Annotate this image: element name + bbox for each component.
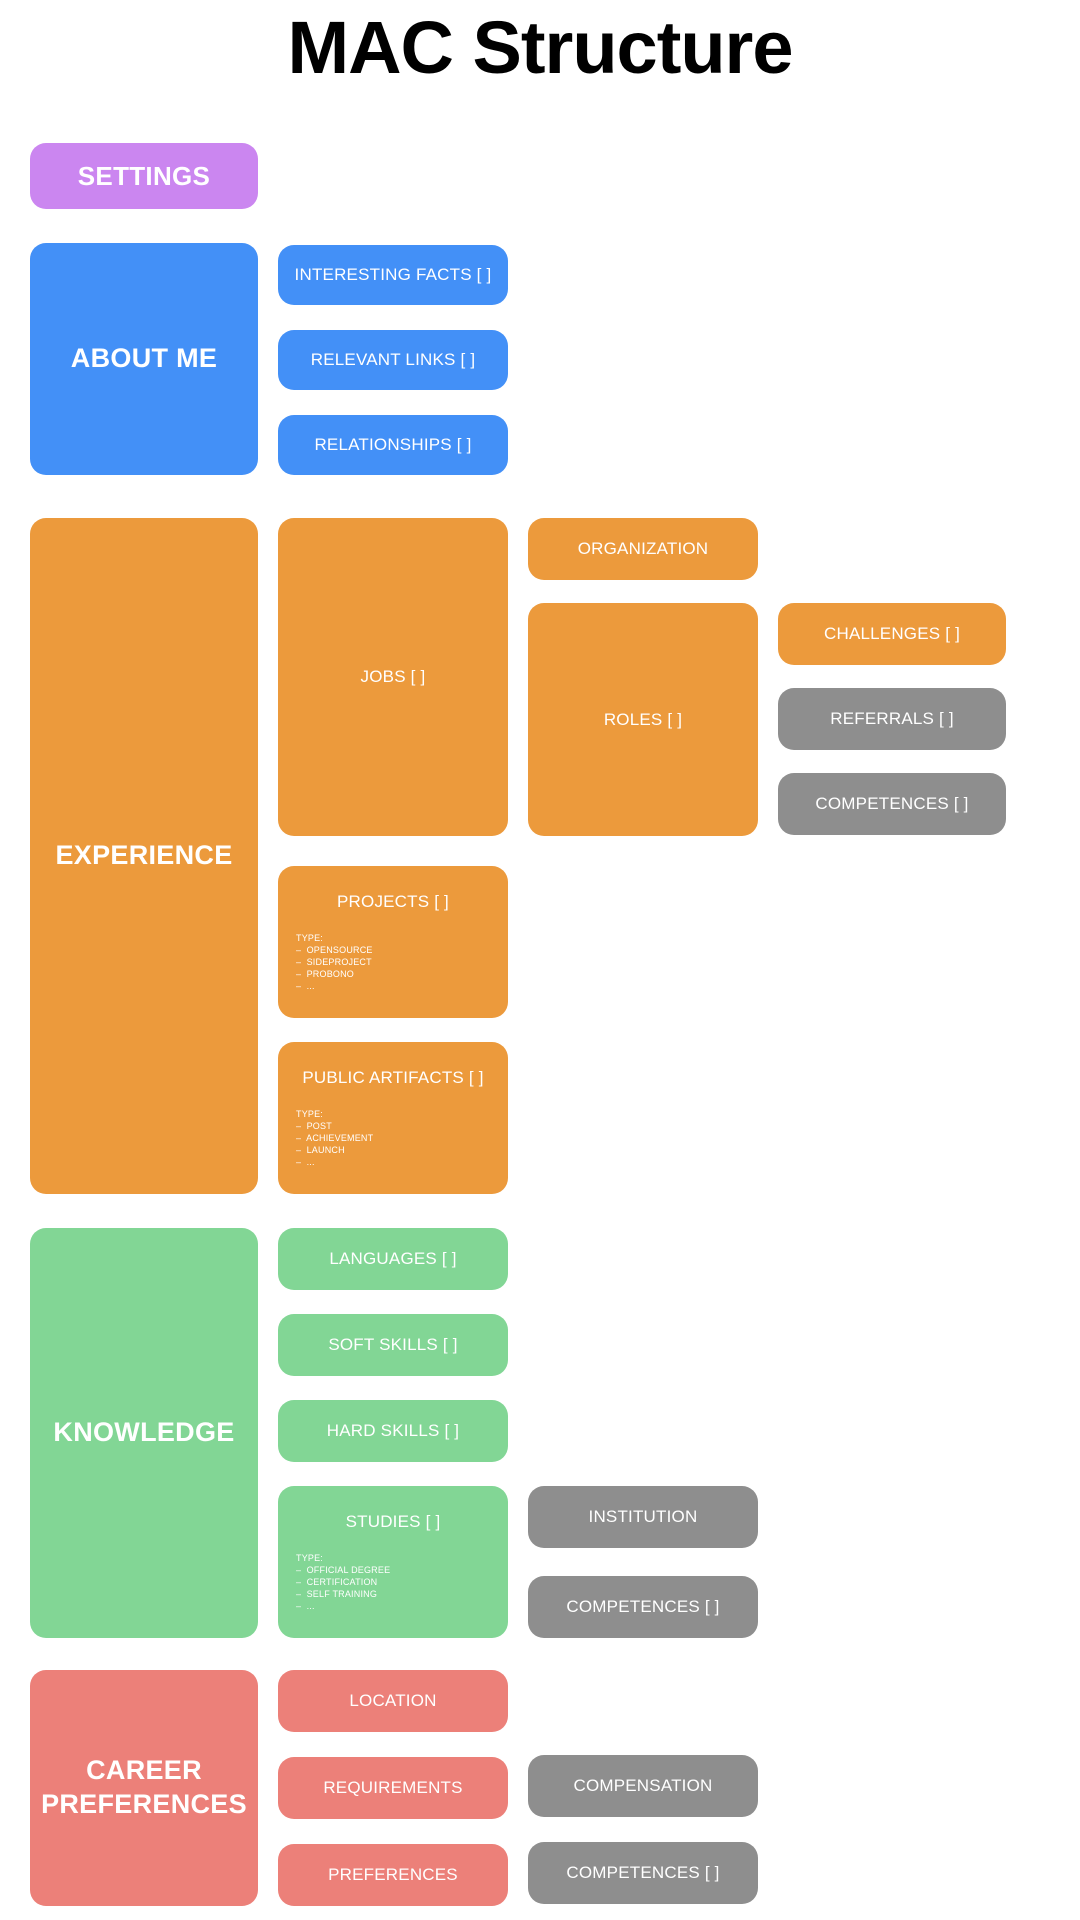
node-about-me[interactable]: ABOUT ME [30,243,258,475]
type-item: – ACHIEVEMENT [296,1133,374,1144]
node-settings[interactable]: SETTINGS [30,143,258,209]
node-knowledge[interactable]: KNOWLEDGE [30,1228,258,1638]
node-career-preferences[interactable]: CAREER PREFERENCES [30,1670,258,1906]
node-public-artifacts-title: PUBLIC ARTIFACTS [ ] [302,1068,484,1087]
node-interesting-facts[interactable]: INTERESTING FACTS [ ] [278,245,508,305]
type-item: – POST [296,1121,332,1132]
node-hard-skills[interactable]: HARD SKILLS [ ] [278,1400,508,1462]
type-item: – LAUNCH [296,1145,345,1156]
node-studies-type-list: TYPE: – OFFICIAL DEGREE – CERTIFICATION … [296,1552,508,1612]
node-challenges[interactable]: CHALLENGES [ ] [778,603,1006,665]
type-item: – ... [296,981,315,992]
node-preferences[interactable]: PREFERENCES [278,1844,508,1906]
node-studies-title: STUDIES [ ] [345,1512,441,1531]
type-item: – PROBONO [296,969,355,980]
node-public-artifacts[interactable]: PUBLIC ARTIFACTS [ ] TYPE: – POST – ACHI… [278,1042,508,1194]
node-compensation[interactable]: COMPENSATION [528,1755,758,1817]
node-projects-type-list: TYPE: – OPENSOURCE – SIDEPROJECT – PROBO… [296,932,508,992]
type-item: – OPENSOURCE [296,945,373,956]
node-experience[interactable]: EXPERIENCE [30,518,258,1194]
node-relevant-links[interactable]: RELEVANT LINKS [ ] [278,330,508,390]
node-public-artifacts-type-list: TYPE: – POST – ACHIEVEMENT – LAUNCH – ..… [296,1108,508,1168]
type-item: – OFFICIAL DEGREE [296,1565,391,1576]
type-item: – ... [296,1601,315,1612]
node-soft-skills[interactable]: SOFT SKILLS [ ] [278,1314,508,1376]
node-studies[interactable]: STUDIES [ ] TYPE: – OFFICIAL DEGREE – CE… [278,1486,508,1638]
type-item: – SIDEPROJECT [296,957,372,968]
type-label: TYPE: [296,1553,324,1564]
node-projects-title: PROJECTS [ ] [337,892,449,911]
type-label: TYPE: [296,933,324,944]
node-competences-career[interactable]: COMPETENCES [ ] [528,1842,758,1904]
node-projects[interactable]: PROJECTS [ ] TYPE: – OPENSOURCE – SIDEPR… [278,866,508,1018]
type-label: TYPE: [296,1109,324,1120]
type-item: – CERTIFICATION [296,1577,378,1588]
node-jobs[interactable]: JOBS [ ] [278,518,508,836]
node-requirements[interactable]: REQUIREMENTS [278,1757,508,1819]
node-location[interactable]: LOCATION [278,1670,508,1732]
node-organization[interactable]: ORGANIZATION [528,518,758,580]
node-institution[interactable]: INSTITUTION [528,1486,758,1548]
node-languages[interactable]: LANGUAGES [ ] [278,1228,508,1290]
node-referrals[interactable]: REFERRALS [ ] [778,688,1006,750]
type-item: – ... [296,1157,315,1168]
type-item: – SELF TRAINING [296,1589,378,1600]
node-competences-experience[interactable]: COMPETENCES [ ] [778,773,1006,835]
node-roles[interactable]: ROLES [ ] [528,603,758,836]
node-relationships[interactable]: RELATIONSHIPS [ ] [278,415,508,475]
node-competences-knowledge[interactable]: COMPETENCES [ ] [528,1576,758,1638]
page-title: MAC Structure [287,6,793,89]
